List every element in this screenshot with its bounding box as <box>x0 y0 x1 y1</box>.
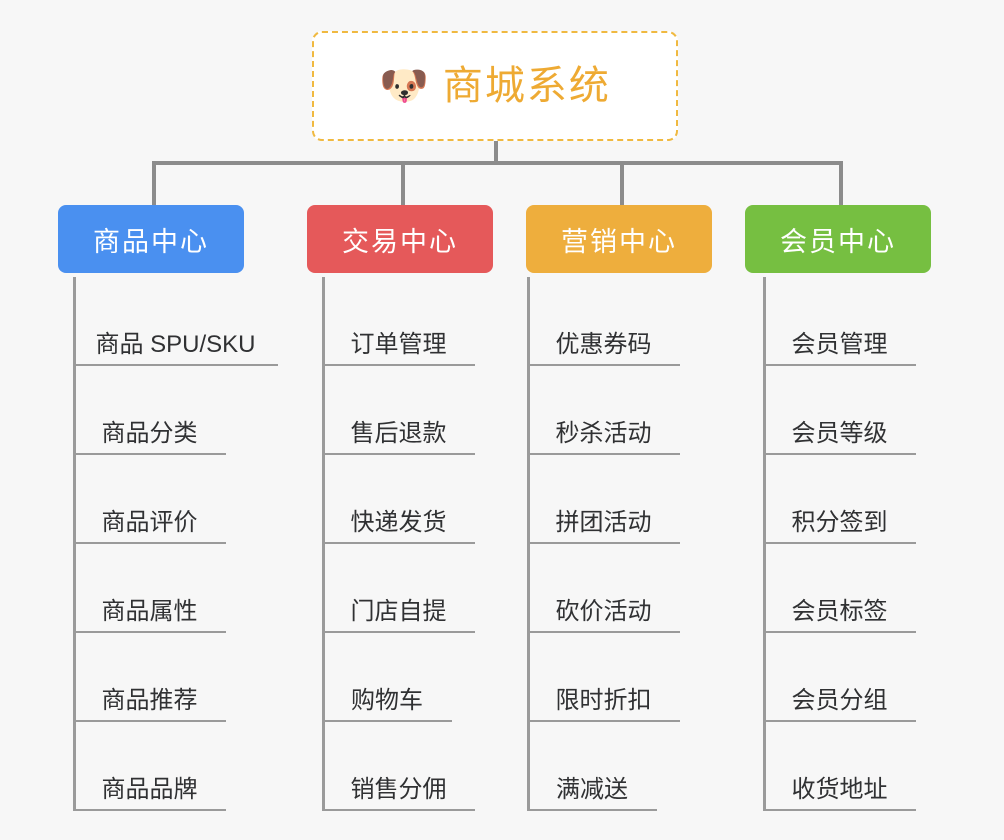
leaf-item[interactable]: 优惠券码 <box>527 277 680 366</box>
leaf-item[interactable]: 会员标签 <box>763 544 916 633</box>
leaf-item-label: 快递发货 <box>350 509 447 536</box>
leaf-item-label: 订单管理 <box>350 331 447 358</box>
leaf-item-label: 购物车 <box>351 687 423 714</box>
leaf-item-label: 拼团活动 <box>555 509 652 536</box>
category-box-trade-center[interactable]: 交易中心 <box>307 205 493 273</box>
leaf-item-label: 商品品牌 <box>101 776 198 803</box>
leaf-column-marketing-center: 优惠券码秒杀活动拼团活动砍价活动限时折扣满减送 <box>527 277 787 811</box>
leaf-item-label: 会员管理 <box>791 331 888 358</box>
connector-drop-marketing-center <box>620 161 624 205</box>
leaf-item-label: 满减送 <box>556 776 628 803</box>
leaf-item[interactable]: 会员管理 <box>763 277 916 366</box>
root-node-shop-system[interactable]: 🐶 商城系统 <box>312 31 678 141</box>
leaf-item-label: 商品推荐 <box>101 687 198 714</box>
leaf-item[interactable]: 门店自提 <box>322 544 475 633</box>
leaf-column-member-center: 会员管理会员等级积分签到会员标签会员分组收货地址 <box>763 277 1004 811</box>
leaf-item-label: 砍价活动 <box>555 598 652 625</box>
leaf-item-label: 积分签到 <box>791 509 888 536</box>
leaf-item-label: 会员等级 <box>791 420 888 447</box>
category-title: 会员中心 <box>780 226 896 257</box>
leaf-item[interactable]: 商品品牌 <box>73 722 226 811</box>
leaf-column-product-center: 商品 SPU/SKU 商品分类商品评价商品属性商品推荐商品品牌 <box>73 277 333 811</box>
leaf-item[interactable]: 销售分佣 <box>322 722 475 811</box>
leaf-item-label: 秒杀活动 <box>555 420 652 447</box>
leaf-item[interactable]: 秒杀活动 <box>527 366 680 455</box>
leaf-item[interactable]: 满减送 <box>527 722 657 811</box>
connector-drop-member-center <box>839 161 843 205</box>
leaf-item-label: 商品评价 <box>101 509 198 536</box>
leaf-item[interactable]: 商品推荐 <box>73 633 226 722</box>
leaf-item[interactable]: 商品评价 <box>73 455 226 544</box>
leaf-item[interactable]: 购物车 <box>322 633 452 722</box>
leaf-item-label: 门店自提 <box>350 598 447 625</box>
category-box-member-center[interactable]: 会员中心 <box>745 205 931 273</box>
category-box-marketing-center[interactable]: 营销中心 <box>526 205 712 273</box>
category-title: 营销中心 <box>561 226 677 257</box>
leaf-item-label: 商品 SPU/SKU <box>95 331 256 358</box>
leaf-column-trade-center: 订单管理售后退款快递发货门店自提购物车销售分佣 <box>322 277 582 811</box>
leaf-item[interactable]: 会员等级 <box>763 366 916 455</box>
dog-face-icon: 🐶 <box>379 64 429 108</box>
leaf-item[interactable]: 商品 SPU/SKU <box>73 277 278 366</box>
leaf-item[interactable]: 商品属性 <box>73 544 226 633</box>
leaf-item[interactable]: 快递发货 <box>322 455 475 544</box>
leaf-item[interactable]: 砍价活动 <box>527 544 680 633</box>
leaf-item[interactable]: 订单管理 <box>322 277 475 366</box>
category-title: 商品中心 <box>93 226 209 257</box>
leaf-item[interactable]: 商品分类 <box>73 366 226 455</box>
leaf-item-label: 售后退款 <box>350 420 447 447</box>
leaf-item[interactable]: 售后退款 <box>322 366 475 455</box>
leaf-item[interactable]: 限时折扣 <box>527 633 680 722</box>
leaf-item[interactable]: 会员分组 <box>763 633 916 722</box>
connector-horizontal-bar <box>152 161 843 165</box>
leaf-item[interactable]: 收货地址 <box>763 722 916 811</box>
category-box-product-center[interactable]: 商品中心 <box>58 205 244 273</box>
leaf-item-label: 优惠券码 <box>555 331 652 358</box>
leaf-item[interactable]: 积分签到 <box>763 455 916 544</box>
leaf-item-label: 收货地址 <box>791 776 888 803</box>
leaf-item-label: 会员标签 <box>791 598 888 625</box>
leaf-item[interactable]: 拼团活动 <box>527 455 680 544</box>
connector-drop-trade-center <box>401 161 405 205</box>
root-node-title: 商城系统 <box>442 64 611 108</box>
leaf-item-label: 会员分组 <box>791 687 888 714</box>
leaf-item-label: 限时折扣 <box>555 687 652 714</box>
connector-drop-product-center <box>152 161 156 205</box>
leaf-item-label: 销售分佣 <box>350 776 447 803</box>
leaf-item-label: 商品分类 <box>101 420 198 447</box>
leaf-item-label: 商品属性 <box>101 598 198 625</box>
category-title: 交易中心 <box>342 226 458 257</box>
connector-root-stem <box>494 141 498 165</box>
